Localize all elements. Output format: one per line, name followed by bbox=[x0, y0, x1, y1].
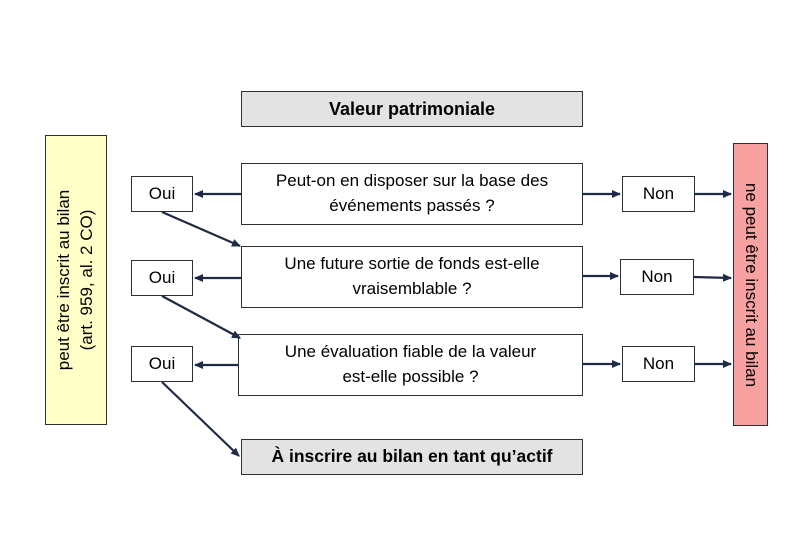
question-box-1: Peut-on en disposer sur la base des évén… bbox=[241, 163, 583, 225]
non-box-2: Non bbox=[620, 259, 694, 295]
question-2-line1: Une future sortie de fonds est-elle bbox=[284, 254, 540, 274]
arrow-oui2-to-q3 bbox=[161, 295, 241, 339]
question-3-line1: Une évaluation fiable de la valeur bbox=[284, 342, 537, 362]
title-text: Valeur patrimoniale bbox=[328, 98, 496, 119]
question-1-line1: Peut-on en disposer sur la base des bbox=[275, 171, 549, 191]
question-box-2: Une future sortie de fonds est-elle vrai… bbox=[241, 246, 583, 308]
arrow-oui1-to-q2 bbox=[161, 210, 241, 248]
result-text: À inscrire au bilan en tant qu’actif bbox=[271, 446, 553, 467]
left-panel-can-be-recorded: peut être inscrit au bilan (art. 959, al… bbox=[45, 135, 107, 425]
question-1-line2: événements passés ? bbox=[329, 196, 495, 215]
result-box: À inscrire au bilan en tant qu’actif bbox=[241, 439, 583, 475]
right-panel-cannot-be-recorded: ne peut être inscrit au bilan bbox=[733, 143, 768, 426]
oui-box-1: Oui bbox=[131, 176, 193, 212]
arrow-oui3-to-result bbox=[161, 381, 240, 457]
question-2-line2: vraisemblable ? bbox=[352, 279, 472, 298]
non-box-1: Non bbox=[622, 176, 695, 212]
oui-box-3: Oui bbox=[131, 346, 193, 382]
question-3-line2: est-elle possible ? bbox=[342, 367, 479, 386]
question-box-3: Une évaluation fiable de la valeur est-e… bbox=[238, 334, 583, 396]
non-box-3: Non bbox=[622, 346, 695, 382]
title-box: Valeur patrimoniale bbox=[241, 91, 583, 127]
arrow-non2-to-panel bbox=[693, 273, 732, 282]
oui-box-2: Oui bbox=[131, 260, 193, 296]
